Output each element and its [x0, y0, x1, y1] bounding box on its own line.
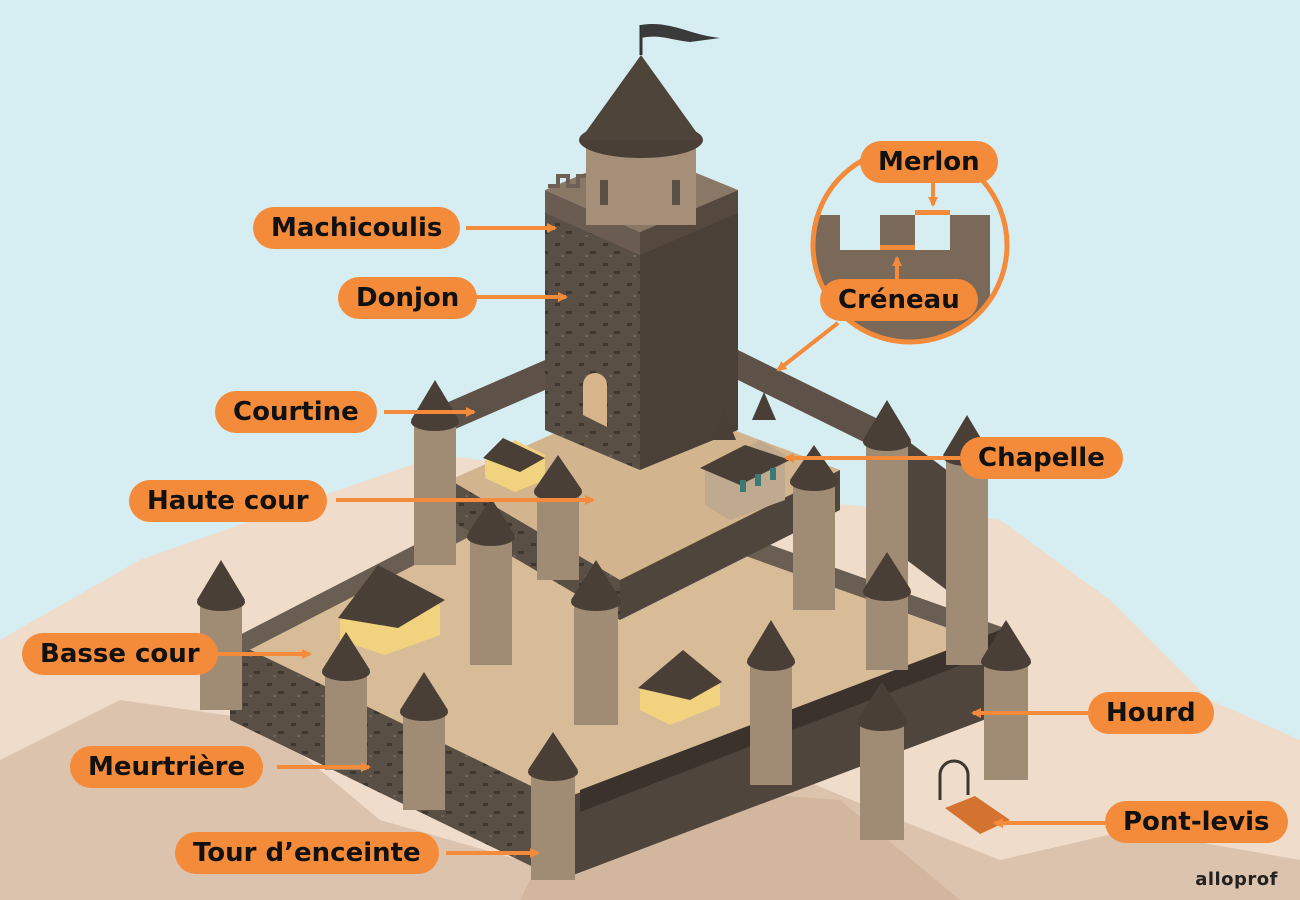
label-courtine: Courtine: [215, 391, 377, 433]
label-arrows: [204, 223, 1105, 858]
label-meurtriere: Meurtrière: [70, 746, 264, 788]
label-merlon: Merlon: [860, 141, 998, 183]
chapel: [700, 392, 790, 520]
label-basse-cour: Basse cour: [22, 633, 218, 675]
label-donjon: Donjon: [338, 277, 478, 319]
label-tour-enceinte: Tour d’enceinte: [175, 832, 439, 874]
label-creneau: Créneau: [820, 279, 978, 321]
label-pont-levis: Pont-levis: [1105, 801, 1288, 843]
label-hourd: Hourd: [1088, 692, 1214, 734]
keep: [545, 23, 738, 470]
brand-logo: alloprof: [1195, 869, 1278, 890]
label-chapelle: Chapelle: [960, 437, 1123, 479]
label-machicoulis: Machicoulis: [253, 207, 461, 249]
houses: [338, 438, 722, 725]
label-haute-cour: Haute cour: [129, 480, 327, 522]
